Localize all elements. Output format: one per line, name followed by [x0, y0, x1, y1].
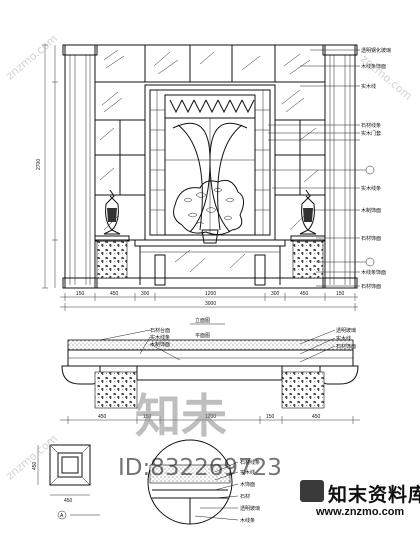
callout-8: 石材饰面	[361, 235, 381, 242]
plan-callout-l3: 木制饰面	[150, 341, 170, 348]
watermark-diag-1: znzmo.com	[4, 32, 60, 82]
callout-7: 木制饰面	[361, 207, 381, 214]
logo-url: www.znzmo.com	[316, 506, 405, 518]
elev-dim-3: 300	[141, 291, 150, 297]
plan-dim-3: 1200	[205, 414, 216, 420]
plan-dim-5: 450	[312, 414, 321, 420]
section-callout-3: 木饰面	[240, 481, 255, 488]
elev-dim-4: 1200	[205, 291, 216, 297]
elevation-view: 2700 透明钢化玻璃 木线条饰面 实木线 石材线条 实木门套 实木线条	[36, 44, 391, 325]
elevation-bottom-dims: 150 450 300 1200 300 450 150 3000 立面图	[60, 291, 358, 325]
plan-dim-4: 150	[266, 414, 275, 420]
left-column	[62, 44, 98, 289]
elev-dim-5: 300	[271, 291, 280, 297]
callout-9: 木线条饰面	[361, 269, 386, 276]
right-urn-pedestal	[290, 189, 326, 279]
elev-dim-1: 150	[76, 291, 85, 297]
watermark-id: ID:832269723	[118, 455, 282, 481]
elevation-callouts: 透明钢化玻璃 木线条饰面 实木线 石材线条 实木门套 实木线条 木制饰面 石材饰…	[268, 47, 391, 290]
detail-dim-h: 450	[64, 498, 73, 504]
plan-dim-2: 150	[143, 414, 152, 420]
detail-dim-v: 450	[32, 461, 38, 470]
callout-3: 实木线	[361, 83, 376, 90]
watermark-diag-2: znzmo.com	[358, 52, 414, 102]
left-urn-pedestal	[94, 189, 130, 279]
console-table	[134, 239, 286, 286]
callout-1: 透明钢化玻璃	[361, 47, 391, 54]
plan-callout-r2: 实木线	[336, 335, 351, 342]
section-callout-1: 石材线条	[240, 459, 260, 466]
callout-4: 石材线条	[361, 122, 381, 129]
watermark-diag-3: znzmo.com	[4, 432, 60, 482]
watermark-big: 知未	[135, 389, 227, 443]
glass-panels	[94, 44, 326, 279]
central-door	[144, 84, 276, 241]
znzmo-logo: 知末资料库 www.znzmo.com	[300, 480, 420, 536]
logo-title: 知末资料库	[328, 484, 420, 506]
elev-total-width: 3000	[205, 301, 216, 307]
callout-2: 木线条饰面	[361, 63, 386, 70]
plan-callout-r3: 石材饰面	[336, 343, 356, 350]
callout-10: 石材饰面	[361, 283, 381, 290]
flower-vase	[173, 179, 244, 244]
elevation-title: 立面图	[195, 317, 210, 324]
section-detail: 石材线条 实木线 木饰面 石材 透明玻璃 木线条	[147, 439, 260, 525]
height-dim-label: 2700	[36, 159, 42, 170]
plan-callout-l1: 石材台面	[150, 327, 170, 334]
elev-dim-2: 450	[110, 291, 119, 297]
plan-callout-l2: 实木线条	[150, 334, 170, 341]
plan-callout-r1: 透明玻璃	[336, 327, 356, 334]
elev-dim-7: 150	[336, 291, 345, 297]
right-column	[322, 44, 358, 289]
section-callout-4: 石材	[240, 493, 250, 500]
detail-marker: A	[60, 513, 64, 519]
callout-6: 实木线条	[361, 185, 381, 192]
height-dimension: 2700	[36, 44, 58, 289]
section-callout-2: 实木线	[240, 469, 255, 476]
plan-view: 石材台面 实木线条 木制饰面 透明玻璃 实木线 石材饰面 平面图 450 150…	[60, 327, 360, 424]
logo-mark-icon	[300, 480, 324, 502]
callout-5: 实木门套	[361, 130, 381, 137]
section-callout-5: 透明玻璃	[240, 505, 260, 512]
section-callout-6: 木线条	[240, 517, 255, 524]
plan-title: 平面图	[195, 333, 210, 339]
elev-dim-6: 450	[300, 291, 309, 297]
plan-dim-1: 450	[98, 414, 107, 420]
pedestal-detail: 450 450 A	[32, 444, 100, 520]
